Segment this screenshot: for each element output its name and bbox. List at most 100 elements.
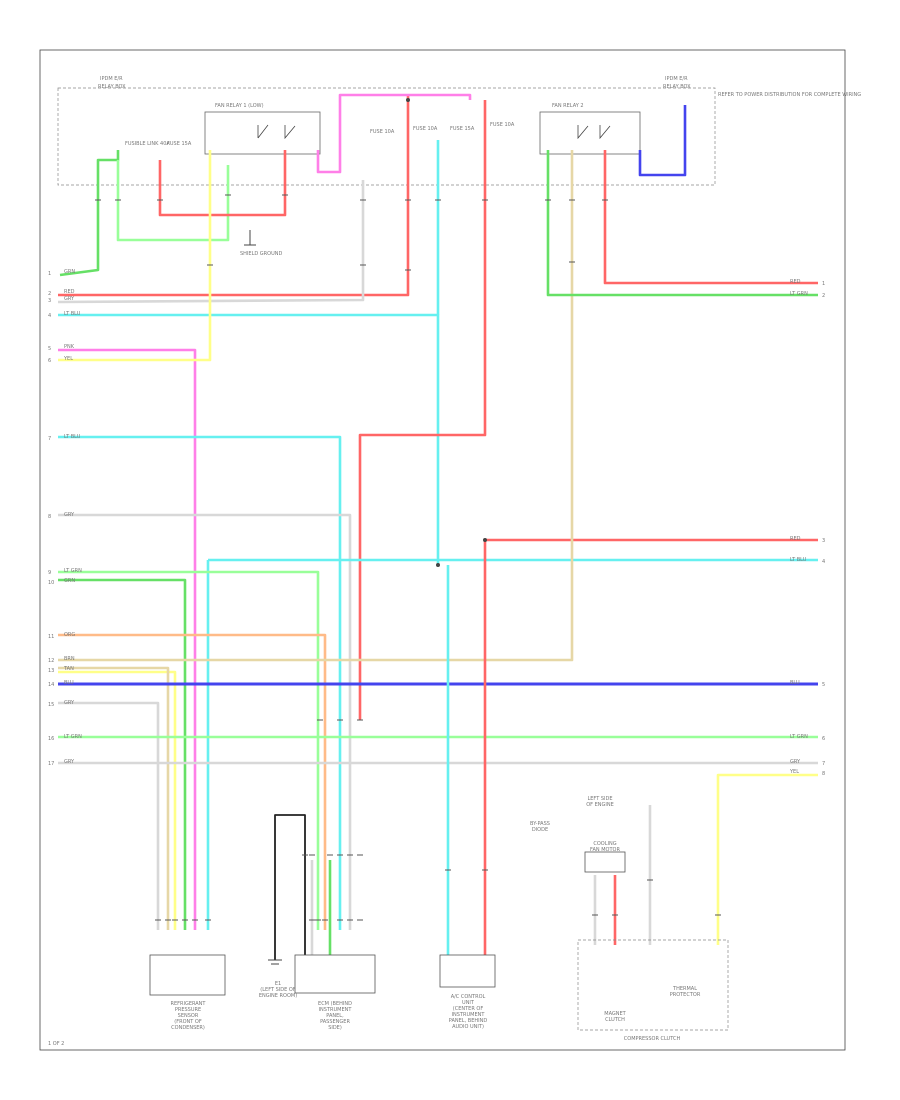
right-wire-color-label: RED [790,279,801,285]
right-wire-number: 2 [822,293,825,299]
caption-line: COOLING [593,841,616,847]
right-wire-number: 3 [822,538,825,544]
fuse-label-3: FUSE 10A [413,126,438,132]
left-wire-color-label: LT BLU [64,311,81,317]
wire-grn-relay2 [546,150,818,297]
caption-line: PROTECTOR [670,992,701,998]
fan-relay-1-box [204,111,321,155]
caption-line: COMPRESSOR CLUTCH [624,1036,681,1042]
wire-blu-relay2 [638,105,687,177]
right-wire-color-label: GRY [790,759,801,765]
page-number: 1 OF 2 [48,1041,64,1047]
wire-ltblu-2 [58,435,342,930]
caption-line: ENGINE ROOM) [259,993,297,999]
fan-relay-1-label: FAN RELAY 1 (LOW) [215,103,264,109]
fuse-label-1: FUSE 15A [167,141,192,147]
left-wire-number: 1 [48,271,51,277]
left-wire-color-label: BRN [64,656,75,662]
fuse-label-2: FUSE 10A [370,129,395,135]
caption-line: E1 [275,981,281,987]
caption-line: PRESSURE [175,1007,201,1013]
wire-yel-clutch [716,773,818,945]
left-wire-color-label: RED [64,289,75,295]
left-wire-number: 10 [48,580,54,586]
relay-switch-2 [577,125,611,140]
compressor-caption: COMPRESSOR CLUTCH [624,1036,681,1042]
fan-relay-2-label: FAN RELAY 2 [552,103,584,109]
caption-line: CLUTCH [605,1017,625,1023]
caption-line: SIDE) [328,1025,342,1031]
left-wire-number: 16 [48,736,54,742]
caption-line: LEFT SIDE [587,796,612,802]
left-wire-number: 11 [48,634,54,640]
shield-ground-label: SHIELD GROUND [240,251,282,257]
relay-box-right-label: IPDM E/R [665,76,688,82]
wire-red-relay2 [603,150,818,285]
caption-line: UNIT [462,1000,475,1006]
right-wire-number: 7 [822,761,825,767]
relay-box-outline [57,87,716,186]
left-wire-number: 7 [48,436,51,442]
wire-gry-8 [58,513,352,930]
caption-line: A/C CONTROL [451,994,486,1000]
left-wire-color-label: GRY [64,296,75,302]
wire-yel-13 [58,670,177,930]
wire-grn-10 [58,578,187,930]
wire-tan-13 [58,666,170,930]
ac-control-box [439,954,496,988]
wire-ltgrn-loop [116,160,230,242]
cooling-fan-box [584,851,626,873]
ground-symbol-icon [244,230,256,246]
caption-line: CONDENSER) [171,1025,205,1031]
caption-line: MAGNET [604,1011,626,1017]
fuse-label-5: FUSE 10A [490,122,515,128]
caption-line: DIODE [532,827,548,833]
caption-line: PANEL, BEHIND [449,1018,488,1024]
left-wire-color-label: GRY [64,512,75,518]
fuse-label-4: FUSE 15A [450,126,475,132]
caption-line: AUDIO UNIT) [452,1024,484,1030]
left-wire-color-label: GRY [64,700,75,706]
wire-ltgrn-9 [58,570,320,930]
left-wire-color-label: GRN [64,269,75,275]
relay-switch-1 [257,124,296,140]
wire-red-main [58,95,410,297]
left-wire-color-label: LT BLU [64,434,81,440]
left-wire-number: 3 [48,298,51,304]
left-wire-color-label: YEL [63,356,73,362]
left-wire-number: 17 [48,761,54,767]
right-wire-color-label: LT BLU [790,557,807,563]
right-wire-number: 1 [822,281,825,287]
left-wire-number: 15 [48,702,54,708]
right-wire-color-label: BLU [790,680,800,686]
relay-box-right-sub: RELAY BOX [663,84,691,90]
left-wire-color-label: TAN [63,666,74,672]
wire-grn-1 [59,150,120,277]
left-wire-number: 12 [48,658,54,664]
diagram-frame [39,49,846,1051]
left-wire-color-label: BLU [64,680,74,686]
caption-line: BY-PASS [530,821,550,827]
left-wire-color-label: LT GRN [64,568,82,574]
caption-line: PANEL, [326,1013,344,1019]
connector-markers [95,194,721,921]
wire-red-2 [358,100,487,720]
relay-box-left-sub: RELAY BOX [98,84,126,90]
caption-line: THERMAL [672,986,697,992]
left-wire-number: 13 [48,668,54,674]
wire-blk-ground [274,814,306,960]
left-wire-color-label: PNK [64,344,75,350]
right-wire-color-label: RED [790,536,801,542]
wire-pnk-loop [316,93,472,174]
wire-org [58,633,327,930]
